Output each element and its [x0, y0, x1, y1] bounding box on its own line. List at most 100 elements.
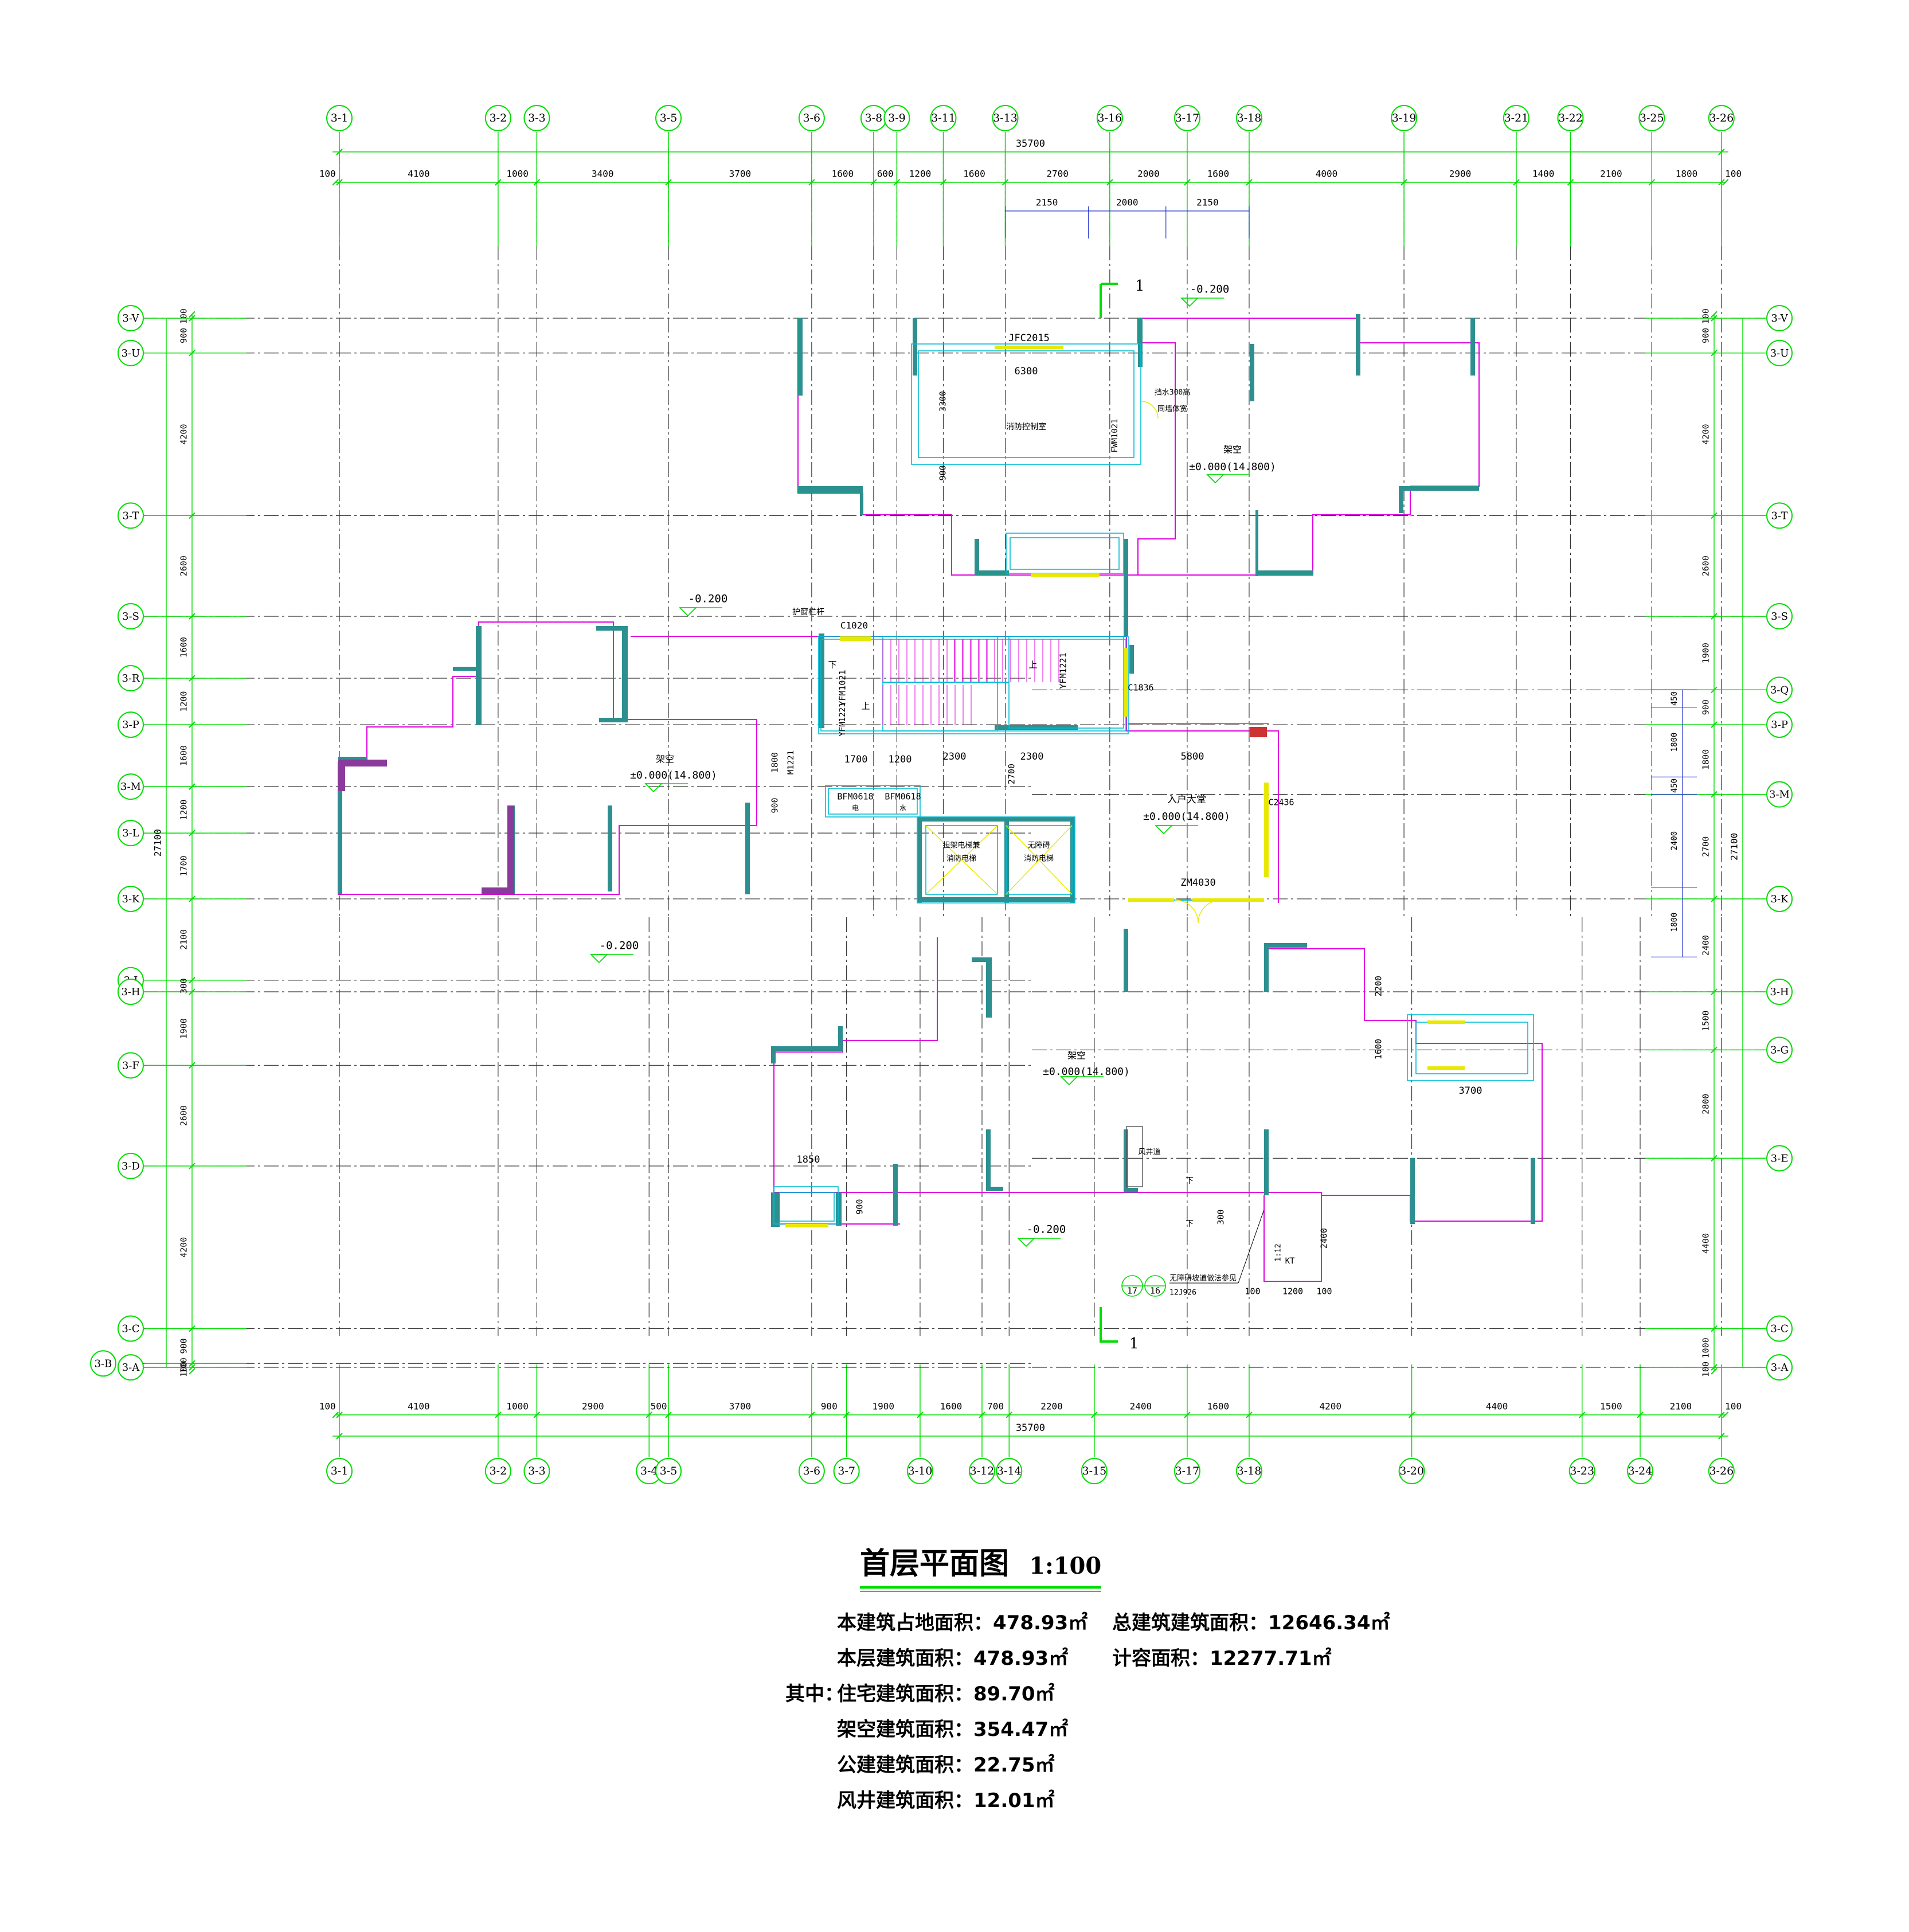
axis-label-top: 3-25: [1640, 112, 1664, 124]
dim-tick: [336, 1411, 343, 1418]
axis-bubble-left: [118, 603, 144, 629]
dim-tick: [1718, 1433, 1725, 1440]
annotation-label-4: 架空: [1223, 444, 1242, 455]
dim-text-left-seg: 4200: [179, 1237, 189, 1258]
elevation-pilotis-marker-2: [1155, 825, 1173, 835]
axis-label-left: 3-V: [122, 312, 139, 324]
dim-text-top-seg: 1800: [1676, 169, 1698, 179]
wall-segment-23: [338, 757, 342, 834]
elevation-neg-marker-2: [590, 954, 608, 964]
wall-segment-17: [453, 667, 476, 671]
yellow-strip-4: [1264, 783, 1269, 877]
axis-bubble-right: [1766, 305, 1793, 331]
dim-tick: [1711, 1364, 1718, 1371]
axis-bubble-top: [930, 105, 957, 131]
annotation-label-28: 无障碍: [1027, 842, 1050, 850]
axis-label-left: 3-S: [122, 611, 139, 623]
wall-segment-33: [1070, 817, 1075, 903]
dim-text-right-seg: 900: [1701, 328, 1711, 343]
axis-label-top: 3-19: [1392, 112, 1417, 124]
dim-text-left-seg: 2600: [179, 556, 189, 576]
dim-tick: [665, 1411, 672, 1418]
elevation-pilotis-marker-0: [1206, 474, 1225, 484]
axis-bubble-left: [118, 885, 144, 912]
drawing-title-block: 首层平面图 1:100: [860, 1539, 1102, 1592]
rotated-label-13: 300: [1216, 1209, 1226, 1225]
annotation-label-45: 下: [1186, 1219, 1194, 1229]
wall-segment-2: [860, 486, 863, 515]
total-area: 总建筑建筑面积：12646.34㎡: [1112, 1612, 1390, 1634]
axis-label-bottom: 3-23: [1570, 1465, 1594, 1477]
yellow-strip-2: [840, 636, 871, 641]
section-mark-top: [1100, 283, 1118, 318]
dim-tick: [1711, 1368, 1718, 1375]
dim-text-top-seg: 4000: [1316, 169, 1338, 179]
wall-purple-c: [507, 805, 514, 894]
axis-bubble-left: [118, 979, 144, 1006]
wall-segment-50: [1264, 1129, 1269, 1195]
axis-label-top: 3-18: [1237, 112, 1262, 124]
cyan-box-18: [779, 1192, 835, 1222]
axis-bubble-bottom: [523, 1458, 550, 1484]
axis-bubble-left: [118, 1354, 144, 1381]
dim-tick: [1711, 791, 1718, 798]
annotation-label-29: 消防电梯: [1024, 854, 1054, 863]
wall-segment-37: [972, 957, 992, 962]
wall-segment-12: [975, 570, 1009, 575]
axis-bubble-right: [1766, 603, 1793, 629]
annotation-label-40: 100: [1245, 1286, 1260, 1297]
annotation-label-15: 挡水300高: [1155, 388, 1190, 397]
dim-tick: [332, 179, 339, 186]
wall-segment-0: [798, 318, 803, 396]
dim-tick: [189, 350, 195, 357]
axis-bubble-top: [1503, 105, 1529, 131]
dim-tick: [1711, 721, 1718, 728]
annotation-label-13: JFC2015: [1008, 333, 1050, 344]
dim-text-left-seg: 1200: [179, 691, 189, 711]
annotation-label-39: 1850: [797, 1154, 820, 1166]
axis-bubble-left: [118, 339, 144, 366]
wall-segment-5: [1250, 344, 1254, 401]
dim-text-top-seg: 1200: [909, 169, 932, 179]
drawing-title: 首层平面图: [860, 1547, 1010, 1581]
drawing-scale: 1:100: [1029, 1552, 1102, 1579]
annotation-label-12: 消防控制室: [1006, 422, 1046, 432]
wall-segment-18: [596, 626, 628, 631]
dim-tick: [1711, 350, 1718, 357]
cyan-box-13: [1006, 825, 1073, 895]
yellow-strip-1: [1031, 573, 1100, 577]
rotated-label-11: 1600: [1374, 1039, 1384, 1059]
dim-tick: [189, 1062, 195, 1069]
axis-label-bottom: 3-20: [1399, 1465, 1424, 1477]
elevation-pilotis-marker-1: [644, 783, 663, 793]
dim-tick: [1722, 179, 1729, 186]
dim-text-bottom-seg: 1600: [1207, 1401, 1230, 1412]
red-column-mark: [1250, 727, 1267, 737]
axis-label-top: 3-22: [1558, 112, 1583, 124]
axis-label-bottom: 3-24: [1628, 1465, 1653, 1477]
dim-tick: [533, 179, 541, 186]
annotation-label-20: C2436: [1268, 797, 1294, 808]
dim-tick: [979, 1411, 985, 1418]
wall-segment-3: [913, 318, 917, 376]
dim-tick: [1579, 1411, 1586, 1418]
wall-segment-47: [986, 1187, 1003, 1191]
annotation-label-24: 电: [852, 804, 859, 812]
annotation-label-8: 入户大堂: [1167, 794, 1206, 805]
rotated-label-15: 1:12: [1274, 1243, 1283, 1261]
area-prefix: 其中：: [785, 1683, 844, 1706]
dim-text-left-seg: 4200: [179, 424, 189, 445]
wall-segment-43: [771, 1192, 780, 1227]
wall-segment-15: [1124, 575, 1128, 636]
dim-text-top-seg: 3400: [592, 169, 614, 179]
axis-bubble-bottom: [1708, 1458, 1735, 1484]
wall-segment-34: [1004, 817, 1009, 903]
yellow-strip-3: [1124, 648, 1128, 717]
dim-text-right-seg: 4200: [1701, 424, 1711, 445]
annotation-label-46: 风井道: [1138, 1148, 1160, 1157]
dim-text-left-seg: 2100: [179, 929, 189, 950]
dim-text-bottom-seg: 1600: [940, 1401, 963, 1412]
axis-bubble-right: [1766, 1037, 1793, 1063]
axis-label-left: 3-T: [123, 510, 139, 522]
